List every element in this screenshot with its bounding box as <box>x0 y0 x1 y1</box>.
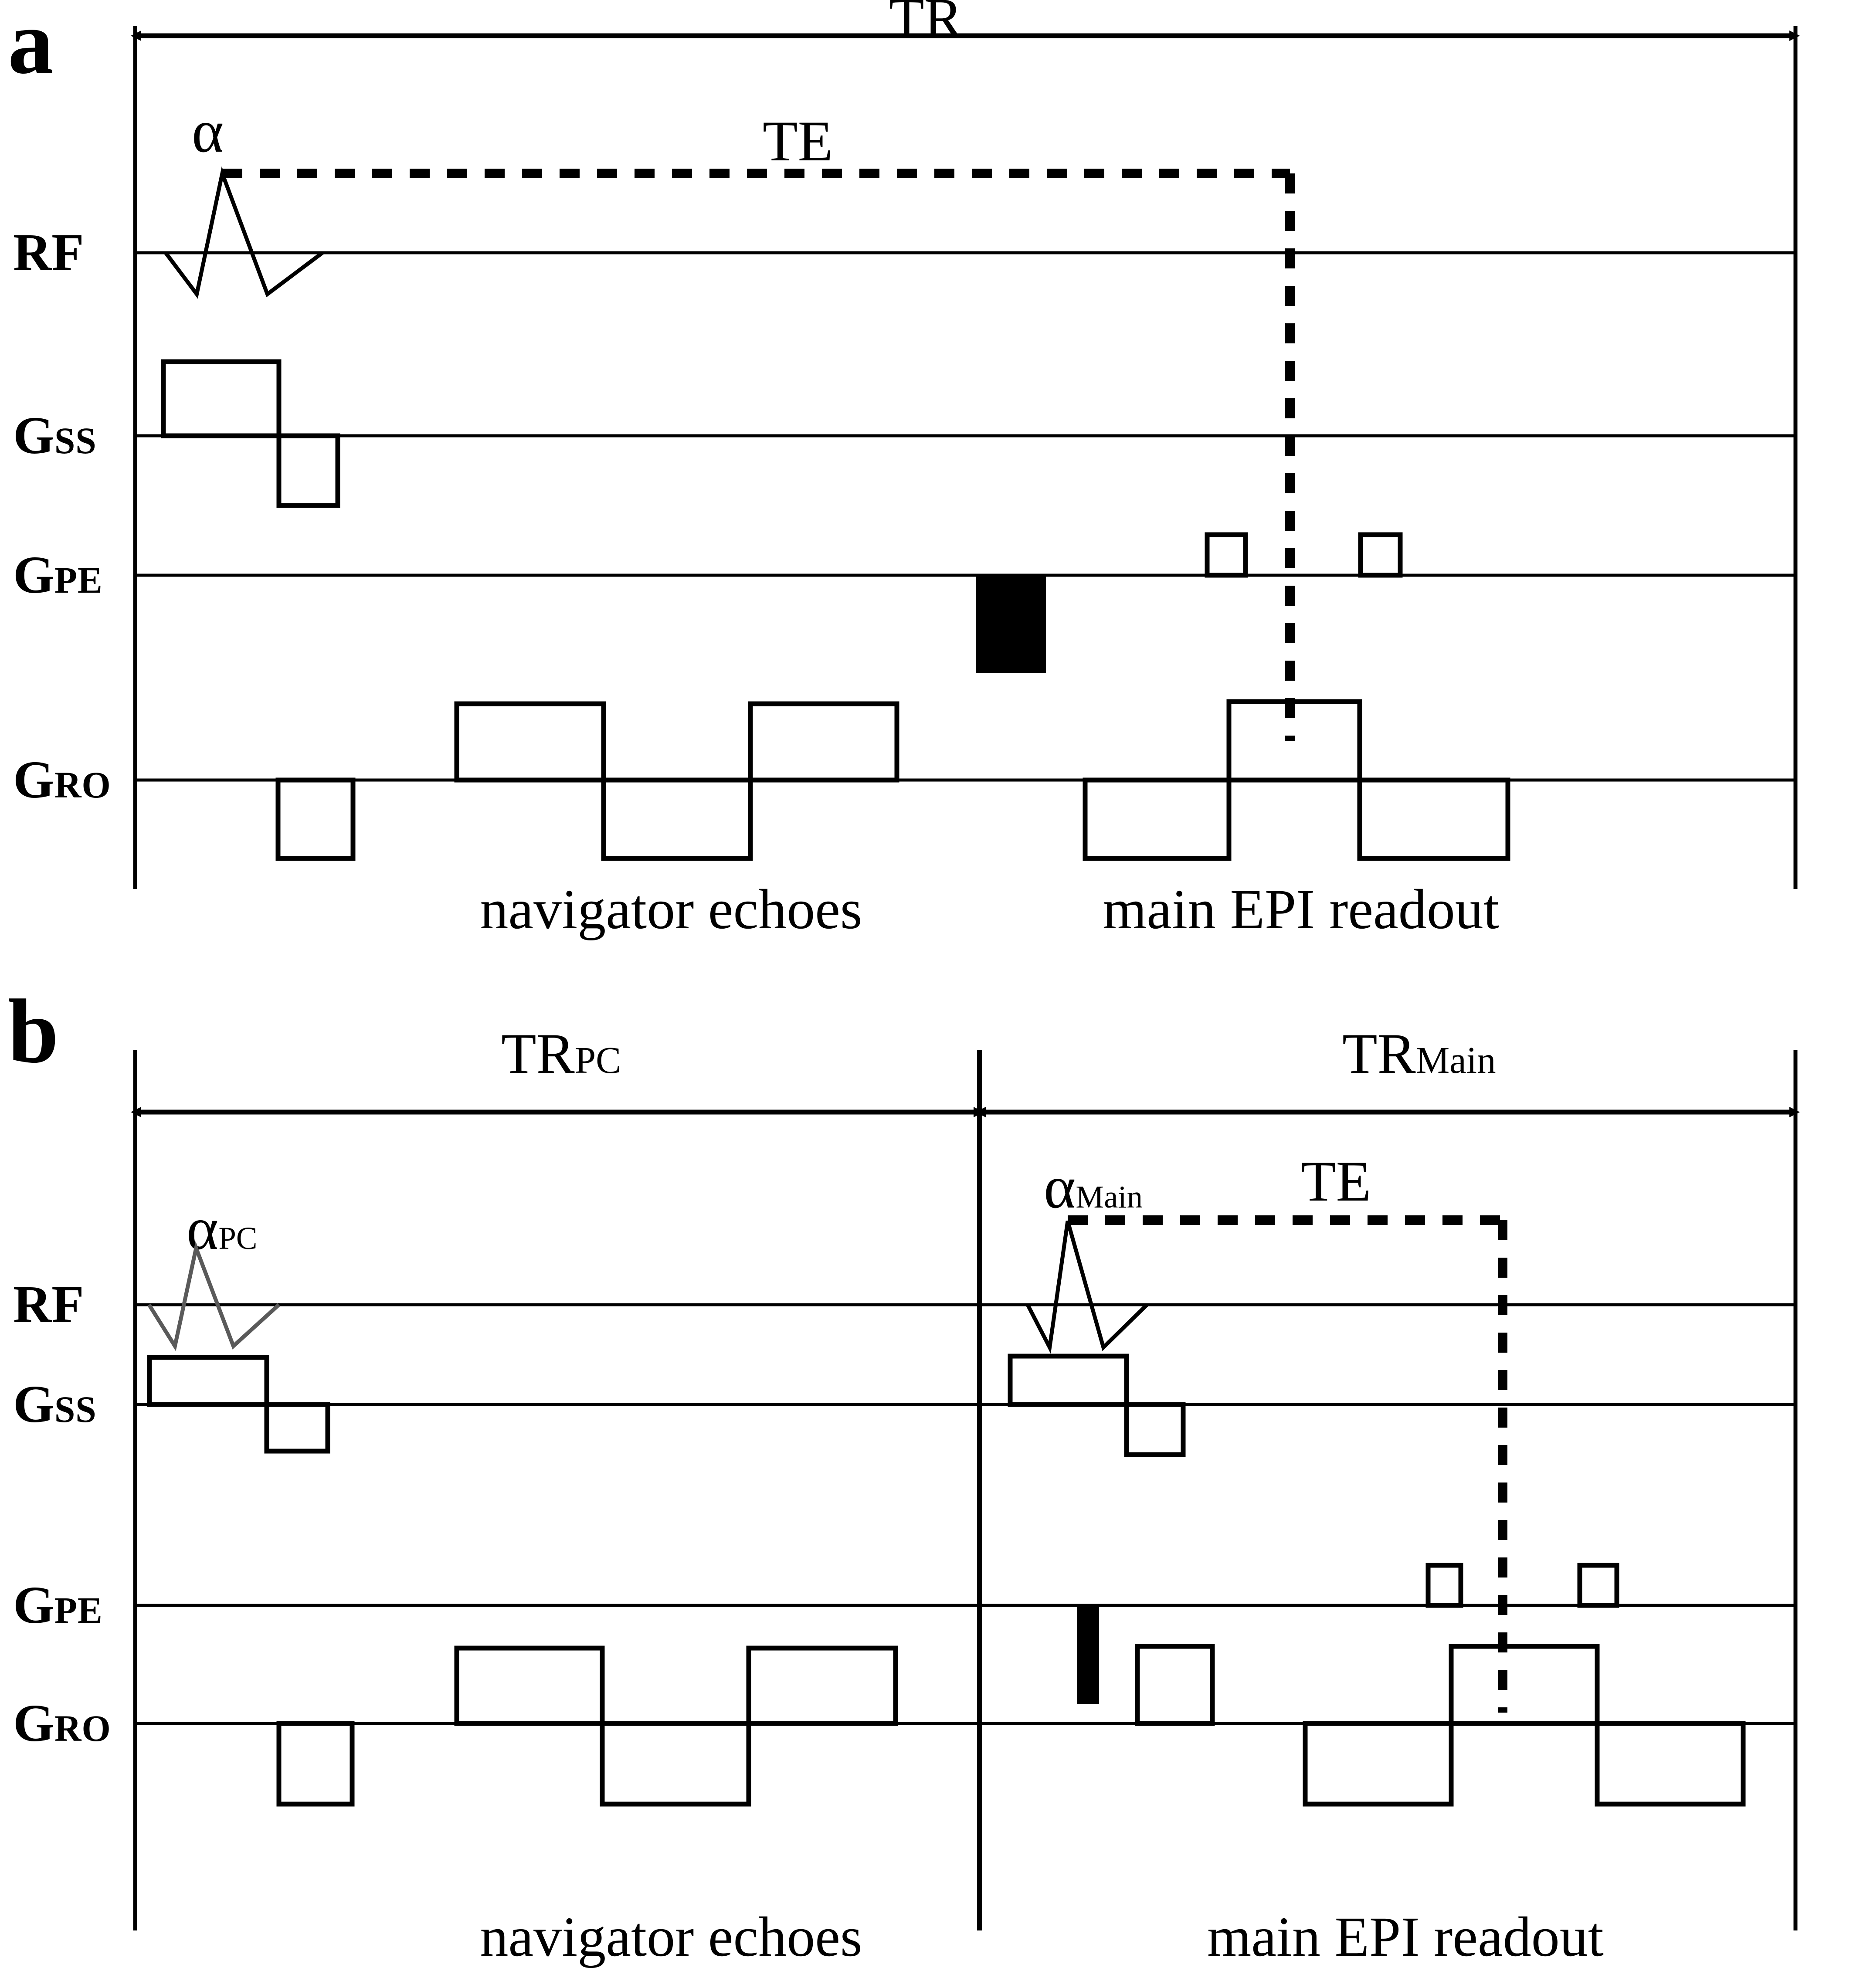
gradient-lobe-gpe-2 <box>1577 1563 1619 1608</box>
panel-a-label-gss: GSS <box>13 409 97 462</box>
row-label-sub: SS <box>54 421 97 461</box>
panel-a-label-rf: RF <box>13 226 84 279</box>
row-label-main: G <box>13 750 54 809</box>
trpc-sub: PC <box>574 1039 621 1081</box>
caption-text: main EPI readout <box>1207 1906 1604 1968</box>
gradient-lobe-gro-6 <box>1449 1644 1600 1726</box>
alpha-symbol: α <box>187 1195 219 1262</box>
row-label-sub: RO <box>54 765 111 806</box>
gradient-lobe-gpe-1 <box>1205 532 1248 578</box>
te-label-text: TE <box>763 109 833 173</box>
panel-b-label-gro: GRO <box>13 1697 111 1750</box>
panel-b-letter: b <box>8 981 59 1082</box>
row-label-main: G <box>13 1576 54 1635</box>
panel-a-label-gpe: GPE <box>13 549 103 602</box>
gradient-lobe-gro-7 <box>1595 1721 1746 1807</box>
panel-b-trmain-label: TRMain <box>1342 1025 1496 1082</box>
gradient-lobe-gss-1 <box>264 1402 330 1454</box>
alpha-sub: Main <box>1076 1179 1143 1215</box>
gradient-lobe-gss-1 <box>276 433 340 508</box>
panel-b-alpha-pc-label: αPC <box>187 1198 257 1259</box>
gradient-lobe-gro-5 <box>1303 1721 1454 1807</box>
gradient-lobe-gss-2 <box>1008 1354 1129 1407</box>
alpha-symbol: α <box>1044 1153 1076 1221</box>
gradient-lobe-gpe-2 <box>1358 532 1403 578</box>
gradient-lobe-filled-gpe-0 <box>976 575 1046 673</box>
trpc-main: TR <box>501 1021 575 1086</box>
gradient-lobe-gro-3 <box>746 1645 898 1726</box>
row-label-sub: PE <box>54 560 103 601</box>
caption-text: navigator echoes <box>480 878 862 941</box>
panel-a-letter: a <box>8 0 54 93</box>
gradient-lobe-gro-1 <box>454 701 606 783</box>
gradient-lobe-gro-0 <box>275 777 356 861</box>
panel-b-trpc-label: TRPC <box>501 1025 621 1082</box>
row-label-main: G <box>13 1375 54 1434</box>
panel-a-caption-main-epi: main EPI readout <box>1103 881 1499 938</box>
caption-text: main EPI readout <box>1103 878 1499 941</box>
panel-b-caption-main-epi: main EPI readout <box>1207 1909 1604 1965</box>
te-label-text: TE <box>1301 1149 1371 1213</box>
caption-text: navigator echoes <box>480 1906 862 1968</box>
gradient-lobe-gro-2 <box>601 777 753 861</box>
alpha-symbol: α <box>192 98 224 165</box>
row-label-main: RF <box>13 1275 84 1334</box>
gradient-lobe-gss-3 <box>1124 1402 1186 1457</box>
panel-a-label-gro: GRO <box>13 753 111 807</box>
trmain-sub: Main <box>1415 1039 1496 1081</box>
gradient-lobe-gro-1 <box>454 1645 605 1726</box>
row-label-sub: PE <box>54 1590 103 1631</box>
gradient-lobe-gro-4 <box>1135 1644 1215 1726</box>
gradient-lobe-gro-3 <box>748 701 899 783</box>
gradient-lobe-gro-0 <box>276 1721 355 1807</box>
alpha-sub: PC <box>218 1221 258 1256</box>
row-label-sub: RO <box>54 1708 111 1749</box>
panel-a-alpha-label: α <box>192 101 224 162</box>
gradient-lobe-gpe-1 <box>1425 1563 1463 1608</box>
panel-a-te-label: TE <box>763 112 833 170</box>
trmain-main: TR <box>1342 1021 1416 1086</box>
gradient-lobe-gro-4 <box>1083 777 1232 861</box>
gradient-lobe-gro-2 <box>600 1721 751 1807</box>
gradient-lobe-gss-0 <box>147 1355 269 1407</box>
gradient-lobe-gro-6 <box>1357 777 1510 861</box>
row-label-sub: SS <box>54 1389 97 1430</box>
rf-pulse-1 <box>1026 1220 1149 1354</box>
panel-b-te-label: TE <box>1301 1153 1371 1210</box>
panel-b-caption-navigator: navigator echoes <box>480 1909 862 1965</box>
gradient-lobe-filled-gpe-0 <box>1077 1605 1099 1704</box>
row-label-main: G <box>13 546 54 604</box>
gradient-lobe-gss-0 <box>161 359 282 438</box>
row-label-main: G <box>13 1694 54 1753</box>
panel-a-caption-navigator: navigator echoes <box>480 881 862 938</box>
panel-b-label-gss: GSS <box>13 1378 97 1431</box>
rf-pulse-0 <box>164 166 324 299</box>
row-label-main: RF <box>13 223 84 282</box>
rf-pulse-0 <box>147 1241 281 1351</box>
row-label-main: G <box>13 406 54 465</box>
panel-b-label-gpe: GPE <box>13 1579 103 1632</box>
panel-b-alpha-main-label: αMain <box>1044 1157 1143 1218</box>
panel-b-label-rf: RF <box>13 1278 84 1331</box>
